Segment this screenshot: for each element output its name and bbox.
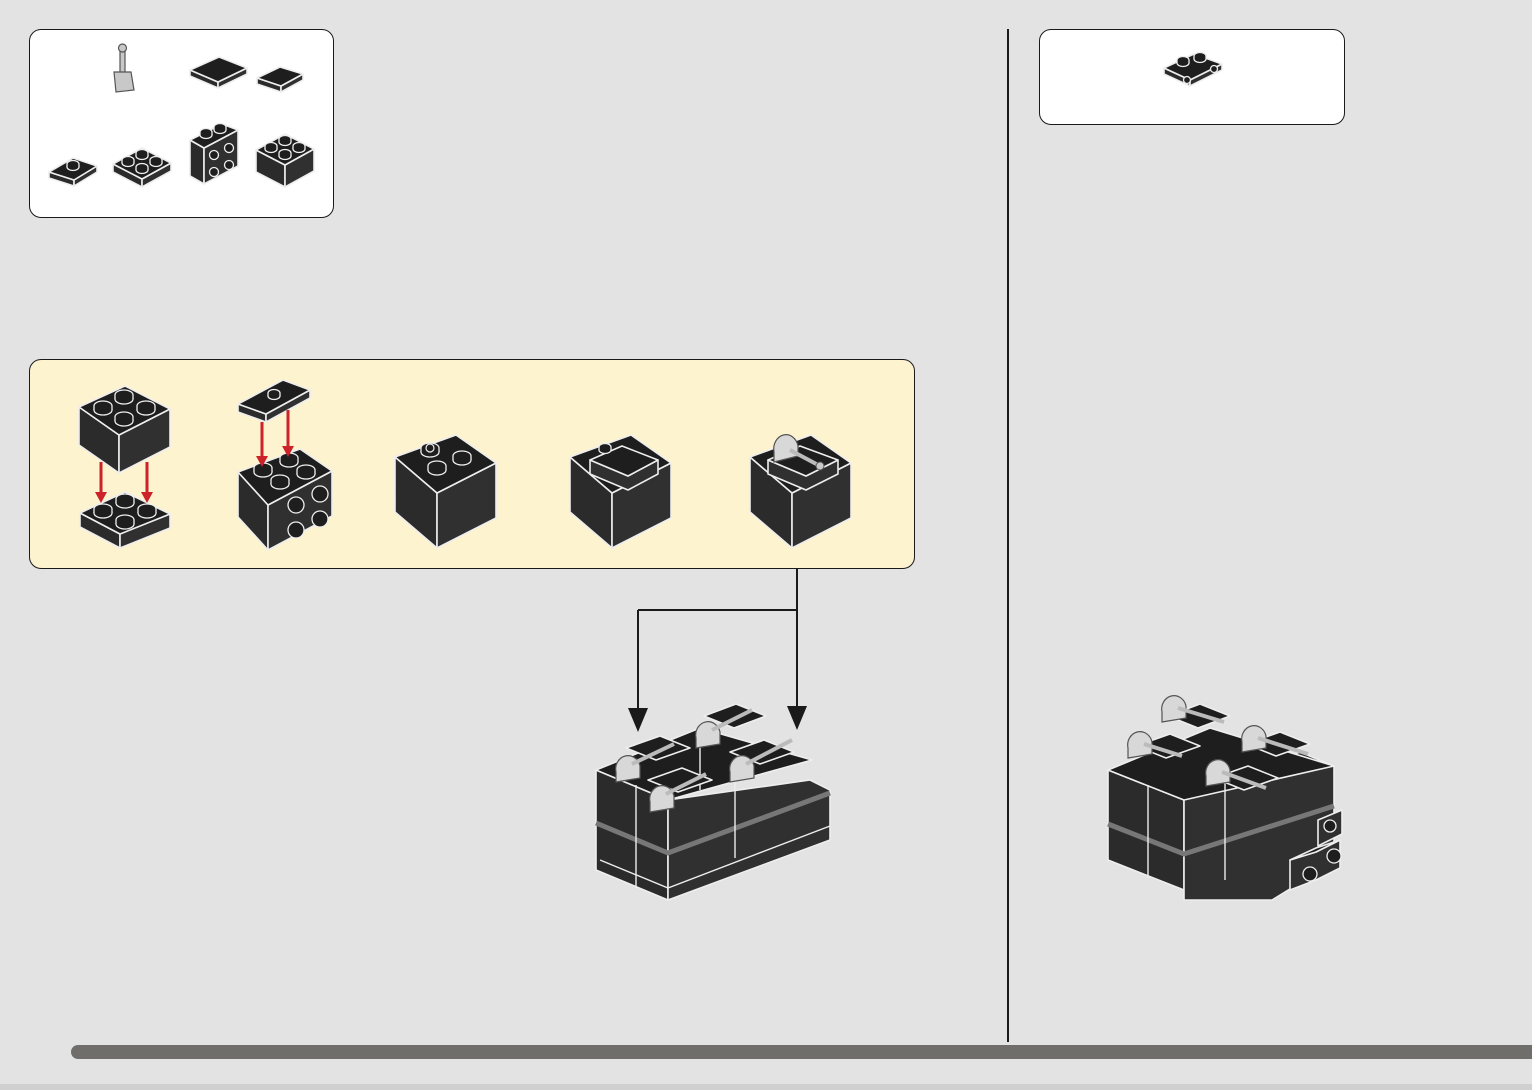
subassembly-connector [628,569,807,732]
plate-with-clips-icon [1164,53,1222,87]
lever-base-icon [114,44,134,92]
plate-2x2-icon [113,148,171,187]
tile-1x2-icon [257,67,303,92]
jumper-plate-1x2-icon [49,158,97,186]
four-block-assembly-icon [596,704,830,900]
brick-2x2-icon [256,134,314,187]
brick-on-plate-step-icon [79,386,170,548]
bracket-2x2-icon [190,124,238,185]
four-block-with-clips-icon [1108,696,1342,900]
jumper-on-bracket-step-icon [238,380,332,550]
block-with-lever-step-icon [750,435,851,548]
block-with-tile-step-icon [570,435,671,548]
tile-2x2-icon [190,57,247,88]
combined-block-step-icon [395,435,496,548]
